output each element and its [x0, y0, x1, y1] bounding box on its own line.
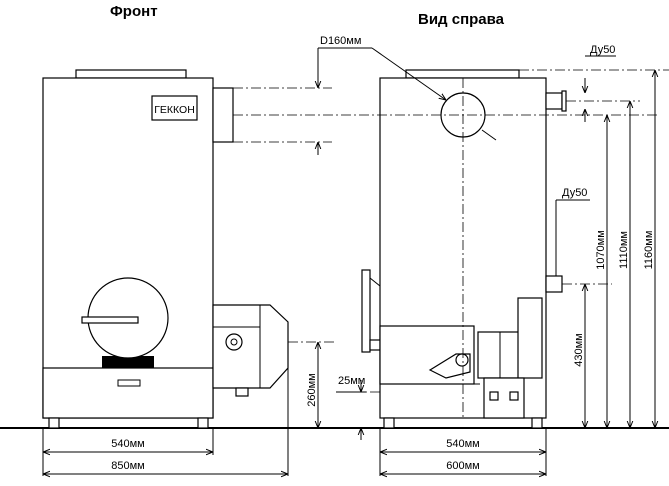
side-door-hinge [369, 277, 381, 287]
pipe-top-label: Ду50 [590, 44, 615, 56]
side-width-body-label: 540мм [446, 438, 479, 450]
flue-diameter-label: D160мм [320, 35, 361, 47]
front-flue-outlet [212, 87, 234, 143]
front-width-total-label: 850мм [111, 460, 144, 472]
front-foot-right [197, 417, 209, 429]
height-mid-pipe-label: 1070мм [595, 230, 607, 270]
side-view [361, 69, 567, 429]
front-view: ГЕККОН [42, 69, 289, 429]
front-base-panel [42, 367, 214, 419]
height-total-label: 1160мм [643, 231, 655, 270]
pipe-middle-label: Ду50 [562, 187, 587, 199]
front-door-latch-bar [81, 316, 139, 324]
brand-logo: ГЕККОН [154, 104, 195, 116]
front-burner-height-label: 260мм [306, 373, 318, 406]
side-pellet-burner [428, 297, 543, 419]
side-width-total-label: 600мм [446, 460, 479, 472]
height-top-pipe-label: 1110мм [618, 231, 630, 269]
front-pellet-burner [212, 304, 289, 397]
side-foot-right [531, 417, 543, 429]
side-foot-left [383, 417, 395, 429]
front-foot-left [48, 417, 60, 429]
height-lower-label: 430мм [573, 333, 585, 366]
front-door-shadow [102, 356, 154, 368]
side-door-knob [369, 339, 381, 351]
front-view-title: Фронт [110, 3, 158, 20]
side-pipe-middle [545, 275, 563, 293]
front-top-cover [75, 69, 187, 79]
side-pipe-top [545, 92, 563, 110]
front-base-handle [117, 379, 141, 387]
axis-lines [233, 69, 669, 418]
side-pipe-top-flange [561, 90, 567, 112]
side-view-title: Вид справа [418, 11, 505, 28]
side-door-edge [361, 269, 371, 353]
side-top-cover [405, 69, 520, 79]
dimension-graphics [42, 47, 655, 476]
side-gap-label: 25мм [338, 375, 365, 387]
front-width-body-label: 540мм [111, 438, 144, 450]
brand-logo-frame [151, 95, 198, 121]
